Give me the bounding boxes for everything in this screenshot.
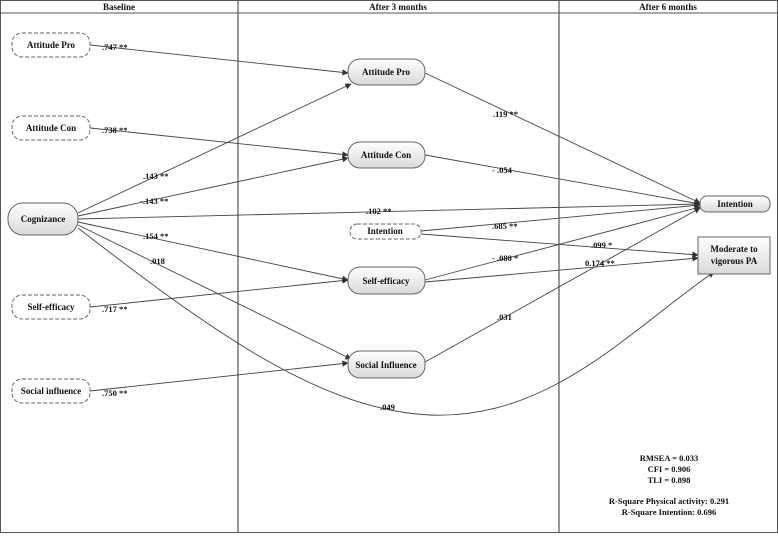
coef-cog-self-efficacy: .154 **	[143, 231, 169, 241]
coef-att-pro-stability: .747 **	[102, 42, 128, 52]
node-baseline-self-efficacy: Self-efficacy	[11, 294, 91, 320]
path-cog-intention	[77, 200, 701, 220]
path-intention-stability	[420, 202, 701, 232]
coef-cog-social-influence: .018	[150, 256, 165, 266]
node-label: Attitude Pro	[362, 67, 411, 77]
node-baseline-social-influence: Social influence	[11, 378, 91, 404]
fit-statistics: RMSEA = 0.033 CFI = 0.906 TLI = 0.898 R-…	[609, 453, 729, 517]
path-social-influence-stability	[89, 360, 349, 392]
path-self-efficacy-stability	[89, 277, 349, 308]
header-6-months: After 6 months	[639, 2, 697, 12]
node-baseline-cognizance: Cognizance	[7, 202, 79, 236]
node-baseline-attitude-pro: Attitude Pro	[11, 32, 91, 58]
path-cog-self-efficacy	[77, 221, 349, 282]
fit-r2-pa: R-Square Physical activity: 0.291	[609, 496, 729, 506]
node-6m-moderate-vigorous-pa: Moderate to vigorous PA	[697, 236, 771, 275]
path-self-efficacy-intention	[424, 205, 701, 281]
node-6m-intention: Intention	[699, 195, 771, 213]
coef-social-influence-stability: .750 **	[102, 388, 128, 398]
path-cog-pa	[77, 227, 715, 416]
coef-self-efficacy-intention: - .080 *	[492, 253, 518, 263]
node-3m-attitude-con: Attitude Con	[347, 141, 426, 169]
coef-intention-stability: .685 **	[492, 221, 518, 231]
coef-self-efficacy-pa: 0.174 **	[585, 258, 615, 268]
node-label: Attitude Pro	[27, 40, 76, 50]
path-self-efficacy-pa	[424, 255, 699, 283]
path-att-con-stability	[89, 127, 349, 158]
node-label: Cognizance	[21, 214, 66, 224]
path-cog-att-con	[77, 156, 349, 217]
coef-cog-pa: .049	[380, 402, 395, 412]
header-baseline: Baseline	[103, 2, 135, 12]
node-label-line1: Moderate to	[710, 244, 758, 254]
node-label: Self-efficacy	[363, 276, 410, 286]
coef-cog-att-con: -.143 **	[140, 196, 168, 206]
coef-social-influence-intention: .031	[497, 312, 512, 322]
coef-intention-pa: .099 *	[591, 240, 612, 250]
node-3m-self-efficacy: Self-efficacy	[347, 266, 426, 295]
path-att-con-intention	[424, 154, 701, 207]
fit-tli: TLI = 0.898	[648, 475, 691, 485]
coef-cog-intention: .102 **	[366, 206, 392, 216]
fit-r2-intention: R-Square Intention: 0.696	[622, 507, 717, 517]
coef-cog-att-pro: .143 **	[143, 171, 169, 181]
node-3m-attitude-pro: Attitude Pro	[347, 58, 426, 86]
node-label: Social Influence	[355, 360, 416, 370]
fit-cfi: CFI = 0.906	[648, 464, 691, 474]
coef-self-efficacy-stability: .717 **	[102, 304, 128, 314]
node-3m-intention: Intention	[349, 223, 422, 240]
path-social-influence-intention	[424, 207, 701, 363]
coef-att-con-intention: - .054	[492, 165, 513, 175]
fit-rmsea: RMSEA = 0.033	[640, 453, 698, 463]
node-label-line2: vigorous PA	[711, 256, 758, 266]
node-label: Intention	[367, 226, 403, 236]
header-3-months: After 3 months	[369, 2, 427, 12]
path-cog-social-influence	[77, 224, 352, 360]
coef-att-con-stability: .738 **	[102, 125, 128, 135]
path-cog-att-pro	[77, 83, 352, 214]
node-baseline-attitude-con: Attitude Con	[11, 115, 91, 141]
node-label: Attitude Con	[26, 123, 76, 133]
path-att-pro-stability	[89, 44, 349, 76]
path-att-pro-intention	[424, 72, 701, 204]
coef-att-pro-intention: .119 **	[493, 109, 518, 119]
node-3m-social-influence: Social Influence	[347, 350, 426, 379]
node-label: Attitude Con	[361, 150, 411, 160]
node-label: Intention	[717, 199, 753, 209]
node-label: Social influence	[21, 386, 81, 396]
node-label: Self-efficacy	[28, 302, 75, 312]
